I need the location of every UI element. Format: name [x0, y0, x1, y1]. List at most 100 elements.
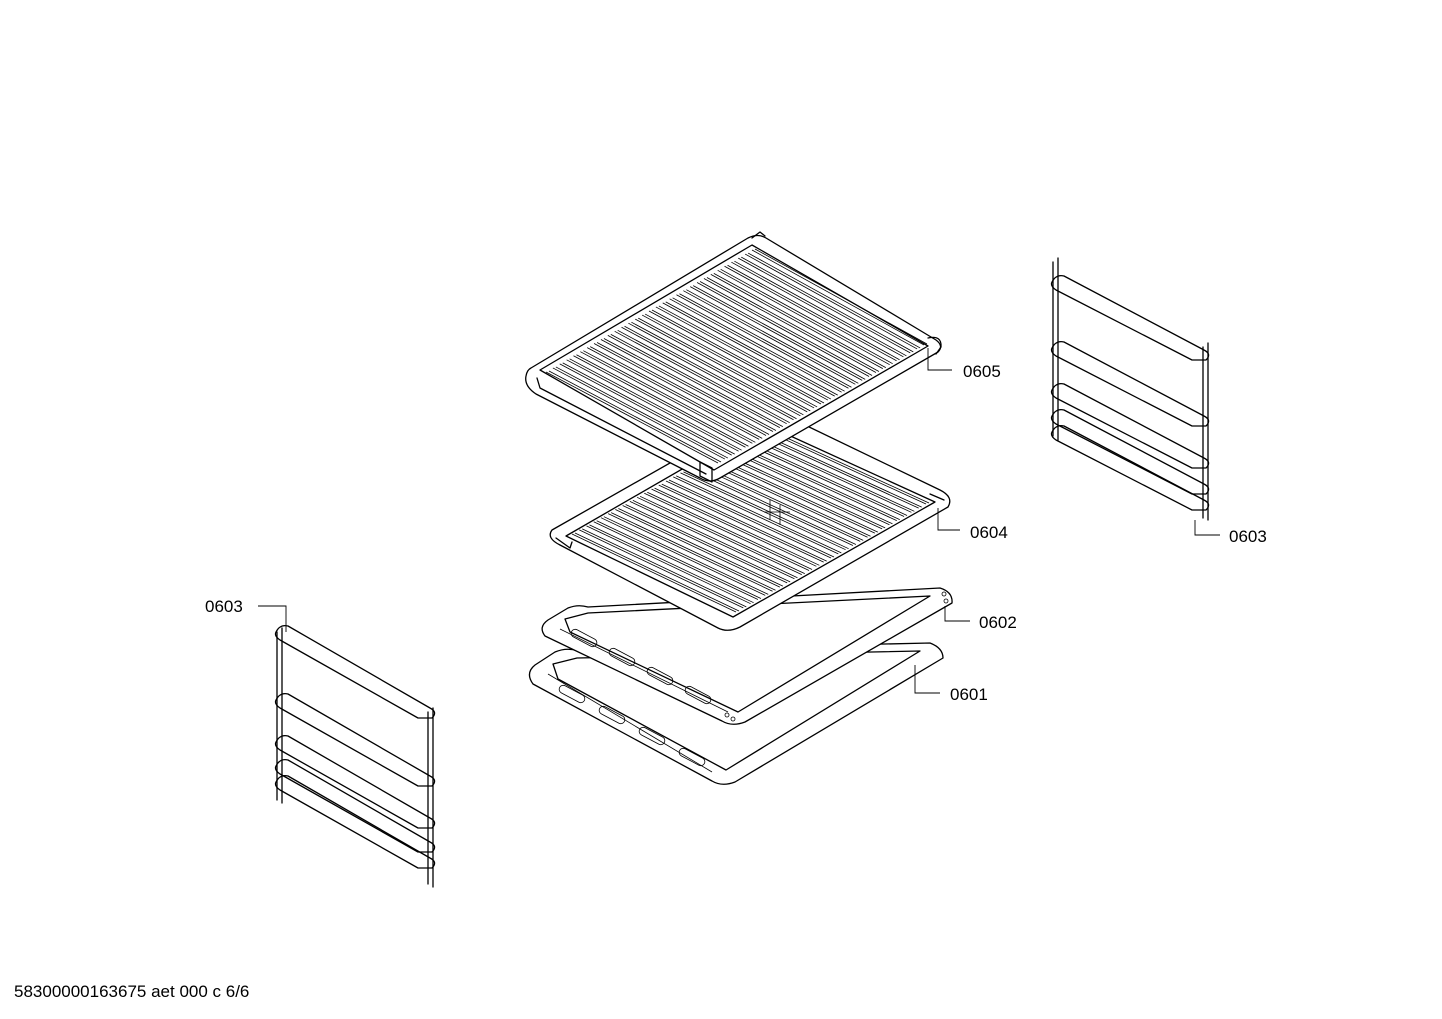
tray-slot — [608, 647, 636, 667]
rack-bar — [596, 520, 762, 599]
rail-runner — [1050, 274, 1210, 361]
shelf-bar — [717, 269, 890, 366]
shelf-bar — [576, 354, 749, 447]
rack-bar — [636, 496, 802, 575]
shelf-bar — [638, 317, 811, 412]
rail-runner — [274, 774, 436, 869]
rail-runner — [274, 734, 436, 829]
tray-slot — [558, 684, 586, 704]
rack-bar — [661, 483, 827, 562]
rack-bar — [593, 521, 759, 600]
callout-0604: 0604 — [970, 523, 1008, 542]
shelf-bar — [566, 359, 739, 452]
shelf-bar — [624, 325, 797, 420]
shelf-bar — [590, 346, 763, 439]
rack-bar — [673, 476, 839, 555]
rack-bar — [603, 516, 769, 595]
shelf-bar — [693, 285, 866, 380]
shelf-bar — [720, 268, 893, 365]
shelf-bar — [738, 257, 911, 354]
rack-bar — [745, 435, 912, 513]
shelf-bar — [552, 367, 726, 460]
shelf-bar — [727, 264, 900, 361]
rail-runners — [1050, 274, 1210, 511]
shelf-bar — [713, 273, 886, 368]
shelf-bar — [724, 265, 897, 362]
rack-bar — [629, 501, 795, 580]
shelf-bar — [741, 256, 914, 353]
rail-runner — [1050, 424, 1210, 511]
shelf-bar — [580, 351, 753, 444]
baking-tray-0602 — [541, 587, 953, 725]
rack-bar — [654, 487, 820, 566]
shelf-bar — [631, 321, 804, 416]
rack-bar — [683, 471, 849, 550]
shelf-bar — [651, 309, 825, 404]
callout-0605: 0605 — [963, 362, 1001, 381]
rack-bar — [639, 495, 805, 574]
shelf-bar — [628, 322, 801, 417]
rack-bar — [690, 467, 857, 545]
tray-slots — [570, 628, 712, 705]
rack-bar — [618, 508, 784, 587]
rack-bar — [759, 427, 927, 505]
wire-shelf-0605 — [525, 231, 942, 483]
shelf-bar — [610, 334, 783, 427]
rack-bar — [694, 464, 861, 542]
shelf-bar — [648, 310, 822, 405]
tray-slot — [684, 685, 712, 705]
rack-bar — [589, 524, 754, 604]
rail-runner — [274, 624, 436, 719]
rack-bar — [582, 528, 747, 608]
rack-bar — [723, 448, 890, 526]
tray-slot — [646, 666, 674, 686]
rack-bar — [704, 459, 871, 537]
shelf-bar — [569, 358, 742, 451]
rail-runner — [1050, 408, 1210, 495]
rack-bar — [726, 447, 893, 525]
shelf-bar — [617, 329, 790, 424]
rack-bar — [615, 509, 781, 588]
rack-bar — [733, 442, 900, 520]
shelf-bar — [562, 362, 735, 455]
shelf-bar — [583, 350, 756, 443]
shelf-bar — [747, 252, 921, 349]
shelf-bar — [641, 314, 815, 409]
shelf-bar — [548, 370, 722, 463]
shelf-bar — [573, 355, 746, 448]
shelf-bars — [545, 248, 928, 464]
callout-0602: 0602 — [979, 613, 1017, 632]
leader-lines — [258, 348, 1220, 694]
tray-slots — [558, 684, 706, 767]
rack-bar — [697, 463, 864, 541]
shelf-bar — [593, 343, 767, 436]
rack-bar — [730, 443, 897, 521]
rack-bar — [571, 533, 737, 613]
rack-bar — [647, 491, 813, 570]
shelf-bar — [545, 371, 719, 464]
rack-bar — [712, 455, 879, 533]
rack-bar — [651, 488, 817, 567]
shelf-bar — [754, 248, 928, 345]
rack-bars — [571, 426, 930, 613]
leader-0604 — [937, 508, 960, 531]
rack-bar — [719, 451, 886, 529]
shelf-bar — [699, 281, 873, 376]
shelf-bar — [658, 305, 832, 400]
side-rail-left-0603 — [274, 624, 436, 888]
tray-slot — [678, 747, 706, 767]
rack-bar — [748, 434, 915, 512]
rack-bar — [600, 517, 766, 596]
rack-bar — [676, 475, 842, 554]
rack-bar — [680, 472, 846, 551]
shelf-bar — [603, 338, 777, 431]
shelf-bar — [644, 313, 818, 408]
callout-0601: 0601 — [950, 685, 988, 704]
rack-bar — [741, 438, 908, 516]
rack-bar — [574, 532, 740, 612]
leader-0602 — [944, 606, 970, 622]
rail-runner — [1050, 382, 1210, 469]
shelf-bar — [690, 286, 863, 381]
shelf-bar — [669, 298, 842, 393]
